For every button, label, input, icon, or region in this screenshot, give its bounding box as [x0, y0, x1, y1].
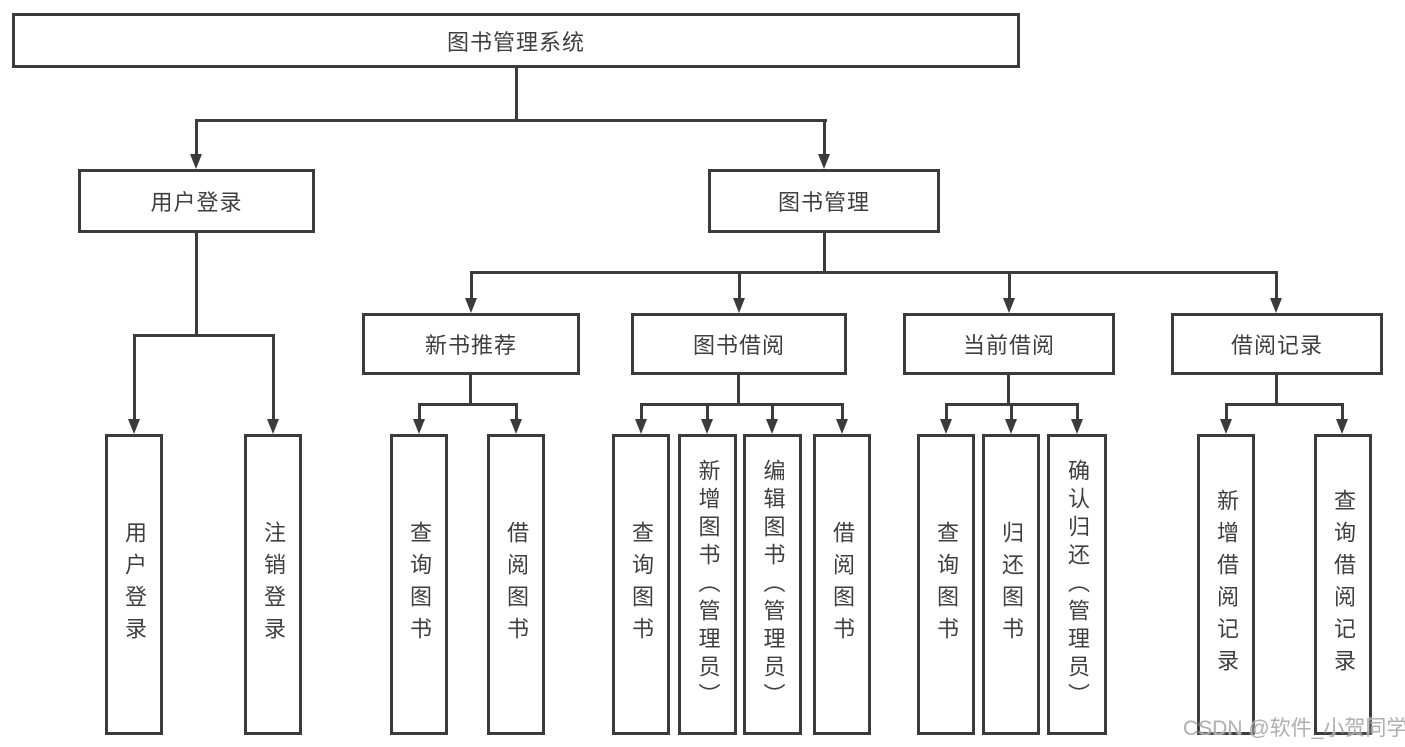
connector-line — [823, 233, 826, 274]
connector-line — [1275, 271, 1278, 299]
connector-line — [1225, 403, 1344, 406]
connector-line — [1341, 403, 1344, 420]
connector-line — [1010, 403, 1013, 420]
leaf-query-books-1: 查询图书 — [390, 434, 448, 735]
connector-line — [1007, 375, 1010, 406]
leaf-borrow-books-2: 借阅图书 — [813, 434, 871, 735]
leaf-query-books-3: 查询图书 — [917, 434, 975, 735]
connector-line — [640, 403, 643, 420]
connector-line — [1008, 271, 1011, 299]
arrow-down-icon — [940, 419, 952, 434]
arrow-down-icon — [190, 154, 202, 169]
connector-line — [515, 403, 518, 420]
node-book-borrow: 图书借阅 — [631, 313, 847, 375]
connector-line — [737, 375, 740, 406]
connector-line — [418, 403, 421, 420]
connector-line — [771, 403, 774, 420]
connector-line — [945, 403, 948, 420]
csdn-watermark: CSDN @软件_小贺同学 — [1183, 717, 1405, 740]
node-borrow-records: 借阅记录 — [1171, 313, 1383, 375]
connector-line — [1225, 403, 1228, 420]
arrow-down-icon — [1270, 298, 1282, 313]
connector-line — [738, 271, 741, 299]
leaf-query-borrow-record: 查询借阅记录 — [1314, 434, 1372, 735]
leaf-logout: 注销登录 — [244, 434, 302, 735]
node-new-book-recommend: 新书推荐 — [362, 313, 580, 375]
connector-line — [195, 233, 198, 337]
connector-line — [1275, 375, 1278, 406]
arrow-down-icon — [733, 298, 745, 313]
connector-line — [640, 403, 844, 406]
connector-line — [841, 403, 844, 420]
connector-line — [133, 334, 275, 337]
leaf-query-books-2: 查询图书 — [612, 434, 670, 735]
arrow-down-icon — [766, 419, 778, 434]
leaf-return-book: 归还图书 — [982, 434, 1040, 735]
node-user-login: 用户登录 — [78, 169, 315, 233]
node-current-borrow: 当前借阅 — [903, 313, 1115, 375]
connector-line — [470, 271, 1278, 274]
arrow-down-icon — [465, 298, 477, 313]
leaf-add-borrow-record: 新增借阅记录 — [1197, 434, 1255, 735]
node-root-library-system: 图书管理系统 — [12, 13, 1020, 68]
arrow-down-icon — [128, 419, 140, 434]
connector-line — [469, 375, 472, 406]
arrow-down-icon — [1071, 419, 1083, 434]
arrow-down-icon — [1220, 419, 1232, 434]
connector-line — [515, 65, 518, 121]
connector-line — [418, 403, 518, 406]
leaf-edit-book-admin: 编辑图书（管理员） — [743, 434, 802, 735]
connector-line — [1076, 403, 1079, 420]
connector-line — [133, 334, 136, 420]
node-book-management: 图书管理 — [708, 169, 940, 233]
connector-line — [195, 119, 198, 156]
arrow-down-icon — [510, 419, 522, 434]
connector-line — [195, 119, 827, 122]
arrow-down-icon — [1336, 419, 1348, 434]
leaf-user-login: 用户登录 — [105, 434, 163, 735]
connector-line — [470, 271, 473, 299]
arrow-down-icon — [413, 419, 425, 434]
arrow-down-icon — [818, 154, 830, 169]
arrow-down-icon — [1003, 298, 1015, 313]
arrow-down-icon — [1005, 419, 1017, 434]
connector-line — [706, 403, 709, 420]
connector-line — [823, 119, 826, 156]
arrow-down-icon — [267, 419, 279, 434]
arrow-down-icon — [836, 419, 848, 434]
leaf-borrow-books-1: 借阅图书 — [487, 434, 545, 735]
arrow-down-icon — [701, 419, 713, 434]
connector-line — [272, 334, 275, 420]
leaf-confirm-return-admin: 确认归还（管理员） — [1047, 434, 1107, 735]
arrow-down-icon — [635, 419, 647, 434]
leaf-add-book-admin: 新增图书（管理员） — [678, 434, 737, 735]
